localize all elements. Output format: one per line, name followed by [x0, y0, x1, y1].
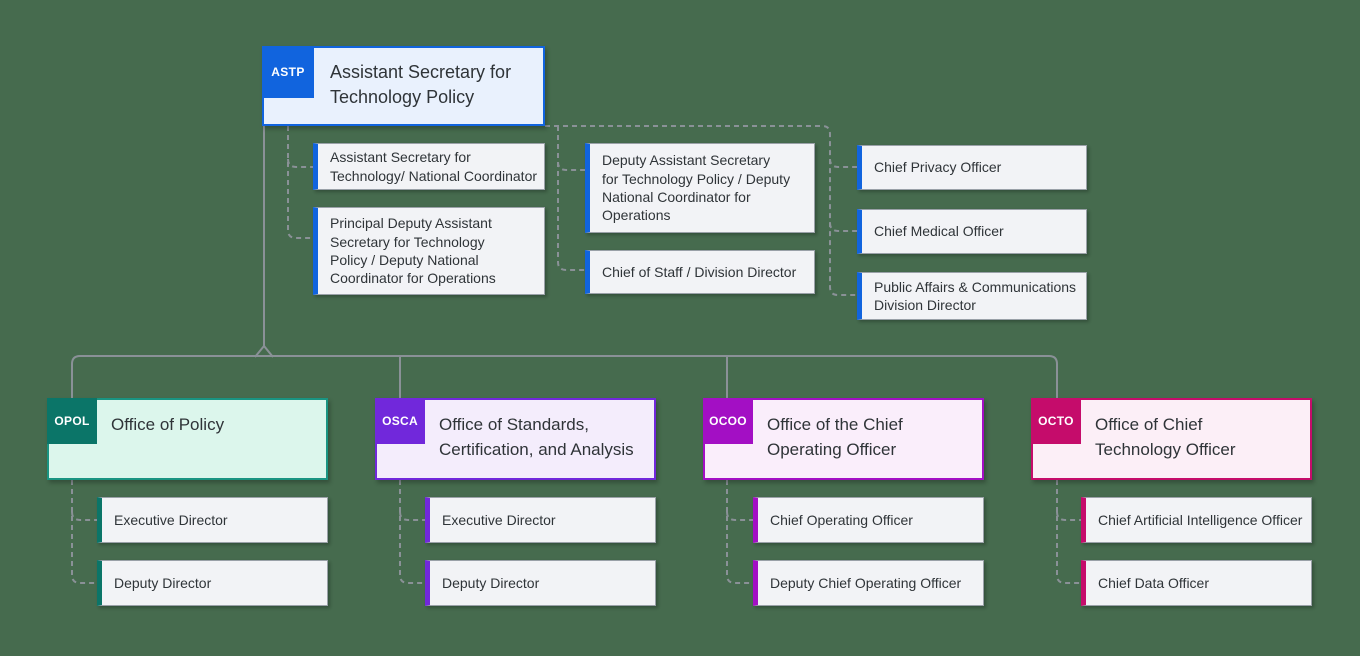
osca-children-line: [399, 480, 425, 584]
mid-branch: [557, 126, 585, 271]
org-node-role-osca-executive-director: Executive Director: [425, 497, 656, 543]
office-title: Office of Chief Technology Officer: [1095, 415, 1236, 459]
opol-badge: OPOL: [47, 398, 97, 444]
role-label: Principal Deputy Assistant Secretary for…: [330, 215, 496, 287]
osca-child-upper: [399, 511, 425, 521]
role-label: Chief Data Officer: [1098, 574, 1210, 591]
role-label: Executive Director: [114, 511, 228, 528]
role-label: Chief Privacy Officer: [874, 159, 1002, 176]
org-node-role-chief-privacy-officer: Chief Privacy Officer: [857, 145, 1087, 190]
org-node-role-opol-deputy-director: Deputy Director: [97, 560, 328, 606]
role-label: Deputy Assistant Secretary for Technolog…: [602, 152, 791, 224]
role-label: Assistant Secretary for Technology/ Nati…: [330, 149, 538, 184]
role-label: Public Affairs & Communications Division…: [874, 278, 1077, 313]
ocoo-badge: OCOO: [703, 398, 753, 444]
office-title: Office of Standards, Certification, and …: [439, 415, 634, 459]
office-rail: [71, 355, 1058, 398]
trunk-junction-chevron: [254, 344, 274, 358]
org-node-office-osca: OSCA Office of Standards, Certification,…: [375, 398, 656, 480]
office-title: Office of the Chief Operating Officer: [767, 415, 903, 459]
org-node-role-chief-medical-officer: Chief Medical Officer: [857, 209, 1087, 254]
org-node-role-deputy-asst-secretary: Deputy Assistant Secretary for Technolog…: [585, 143, 815, 233]
octo-child-upper: [1056, 511, 1081, 521]
org-node-role-chief-data-officer: Chief Data Officer: [1081, 560, 1312, 606]
astp-right-rail: [545, 125, 857, 296]
org-node-role-principal-deputy: Principal Deputy Assistant Secretary for…: [313, 207, 545, 295]
ocoo-child-upper: [726, 511, 753, 521]
role-label: Deputy Chief Operating Officer: [770, 574, 962, 591]
mid-branch-upper: [557, 161, 585, 171]
role-label: Chief Artificial Intelligence Officer: [1098, 511, 1303, 528]
astp-left-branch-upper: [287, 158, 313, 168]
role-label: Chief of Staff / Division Director: [602, 263, 797, 280]
right-branch-medical: [829, 222, 857, 232]
org-node-role-public-affairs: Public Affairs & Communications Division…: [857, 272, 1087, 320]
octo-badge: OCTO: [1031, 398, 1081, 444]
role-label: Deputy Director: [442, 574, 540, 591]
org-node-office-octo: OCTO Office of Chief Technology Officer: [1031, 398, 1312, 480]
astp-badge: ASTP: [262, 46, 314, 98]
org-node-astp: ASTP Assistant Secretary for Technology …: [262, 46, 545, 126]
octo-children-line: [1056, 480, 1081, 584]
opol-child-upper: [71, 511, 97, 521]
org-node-office-opol: OPOL Office of Policy: [47, 398, 328, 480]
role-label: Deputy Director: [114, 574, 212, 591]
org-node-role-deputy-chief-operating-officer: Deputy Chief Operating Officer: [753, 560, 984, 606]
right-branch-privacy: [829, 158, 857, 168]
org-node-role-osca-deputy-director: Deputy Director: [425, 560, 656, 606]
ocoo-children-line: [726, 480, 753, 584]
org-node-office-ocoo: OCOO Office of the Chief Operating Offic…: [703, 398, 984, 480]
role-label: Executive Director: [442, 511, 556, 528]
org-node-role-opol-executive-director: Executive Director: [97, 497, 328, 543]
org-node-role-chief-operating-officer: Chief Operating Officer: [753, 497, 984, 543]
astp-title: Assistant Secretary for Technology Polic…: [330, 62, 512, 107]
org-node-role-asst-secretary: Assistant Secretary for Technology/ Nati…: [313, 143, 545, 190]
role-label: Chief Operating Officer: [770, 511, 913, 528]
astp-left-branch: [287, 126, 313, 239]
office-title: Office of Policy: [111, 415, 225, 434]
org-node-role-chief-ai-officer: Chief Artificial Intelligence Officer: [1081, 497, 1312, 543]
org-node-role-chief-of-staff: Chief of Staff / Division Director: [585, 250, 815, 294]
osca-badge: OSCA: [375, 398, 425, 444]
opol-children-line: [71, 480, 97, 584]
role-label: Chief Medical Officer: [874, 223, 1004, 240]
